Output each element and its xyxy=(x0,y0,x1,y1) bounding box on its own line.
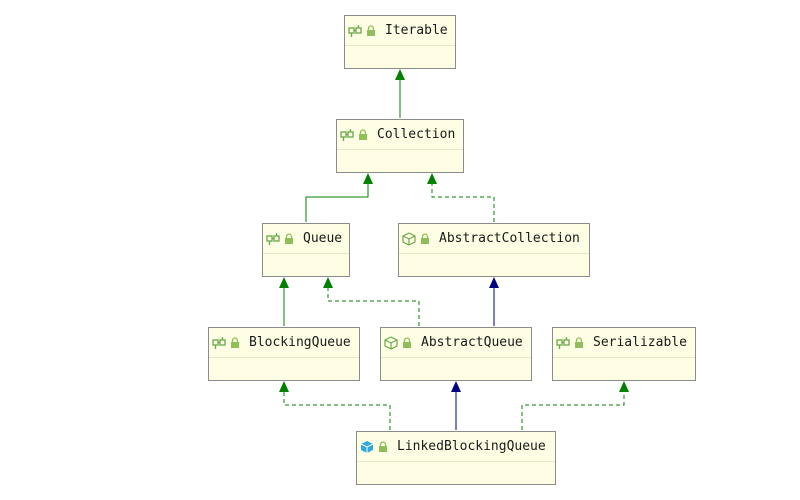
interface-icon xyxy=(348,24,362,38)
node-serializable[interactable]: Serializable xyxy=(552,327,696,381)
class-name: LinkedBlockingQueue xyxy=(397,439,546,454)
class-icon xyxy=(360,440,374,454)
edge-abstractqueue-implements-queue xyxy=(323,277,420,326)
node-collection-header: Collection xyxy=(337,120,463,150)
lock-icon xyxy=(377,440,389,454)
class-name: Serializable xyxy=(593,335,687,350)
edge-abstractqueue-extends-abstractcollection xyxy=(489,277,499,326)
node-collection[interactable]: Collection xyxy=(336,119,464,173)
class-name: BlockingQueue xyxy=(249,335,351,350)
node-queue-header: Queue xyxy=(263,224,349,254)
class-name: Queue xyxy=(303,231,343,246)
edge-blockingqueue-extends-queue xyxy=(279,277,289,326)
lock-icon xyxy=(419,232,431,246)
abstract-class-icon xyxy=(384,335,398,350)
node-abstract-queue[interactable]: AbstractQueue xyxy=(380,327,532,381)
node-serializable-header: Serializable xyxy=(553,328,695,358)
node-iterable[interactable]: Iterable xyxy=(344,15,456,69)
edge-linkedblockingqueue-implements-blockingqueue xyxy=(279,381,391,430)
node-iterable-header: Iterable xyxy=(345,16,455,46)
interface-icon xyxy=(340,128,354,142)
node-linked-blocking-queue[interactable]: LinkedBlockingQueue xyxy=(356,431,556,485)
node-queue[interactable]: Queue xyxy=(262,223,350,277)
edge-collection-extends-iterable xyxy=(395,69,405,118)
class-name: Collection xyxy=(377,127,456,142)
node-abstract-collection[interactable]: AbstractCollection xyxy=(398,223,590,277)
interface-icon xyxy=(212,336,226,350)
interface-icon xyxy=(556,336,570,350)
node-linked-blocking-queue-header: LinkedBlockingQueue xyxy=(357,432,555,462)
class-name: AbstractQueue xyxy=(421,335,523,350)
interface-icon xyxy=(266,232,280,246)
node-blocking-queue[interactable]: BlockingQueue xyxy=(208,327,360,381)
edge-queue-extends-collection xyxy=(305,173,373,222)
node-abstract-collection-header: AbstractCollection xyxy=(399,224,589,254)
lock-icon xyxy=(401,336,413,350)
edge-linkedblockingqueue-implements-serializable xyxy=(521,381,629,430)
abstract-class-icon xyxy=(402,231,416,246)
lock-icon xyxy=(229,336,241,350)
node-abstract-queue-header: AbstractQueue xyxy=(381,328,531,358)
edge-linkedblockingqueue-extends-abstractqueue xyxy=(451,381,461,430)
edge-abstractcollection-implements-collection xyxy=(427,173,495,222)
lock-icon xyxy=(573,336,585,350)
lock-icon xyxy=(357,128,369,142)
lock-icon xyxy=(283,232,295,246)
class-name: AbstractCollection xyxy=(439,231,580,246)
lock-icon xyxy=(365,24,377,38)
node-blocking-queue-header: BlockingQueue xyxy=(209,328,359,358)
class-name: Iterable xyxy=(385,23,448,38)
